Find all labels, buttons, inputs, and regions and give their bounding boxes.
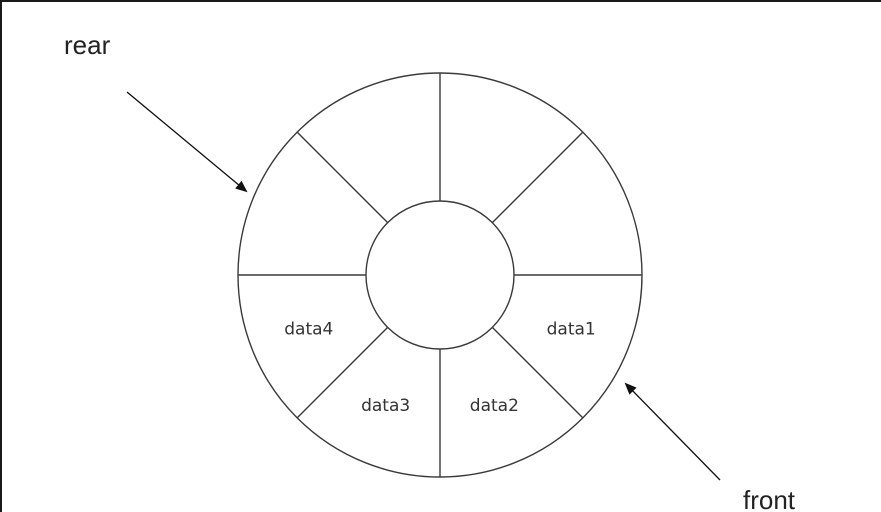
- slot-2-label: data3: [361, 396, 410, 416]
- slot-divider: [491, 131, 584, 224]
- rear-arrow: [126, 91, 248, 193]
- front-label: front: [743, 485, 796, 512]
- slot-divider: [491, 326, 584, 419]
- slot-divider: [296, 131, 389, 224]
- slot-0-label: data1: [547, 319, 596, 339]
- front-arrow: [624, 382, 721, 481]
- slot-dividers: [238, 73, 642, 477]
- slot-3-label: data4: [284, 319, 333, 339]
- slot-1-label: data2: [470, 396, 519, 416]
- slot-labels: data1 data2 data3 data4: [284, 319, 595, 416]
- rear-label: rear: [64, 30, 111, 60]
- inner-hub: [365, 200, 515, 350]
- slot-divider: [296, 326, 389, 419]
